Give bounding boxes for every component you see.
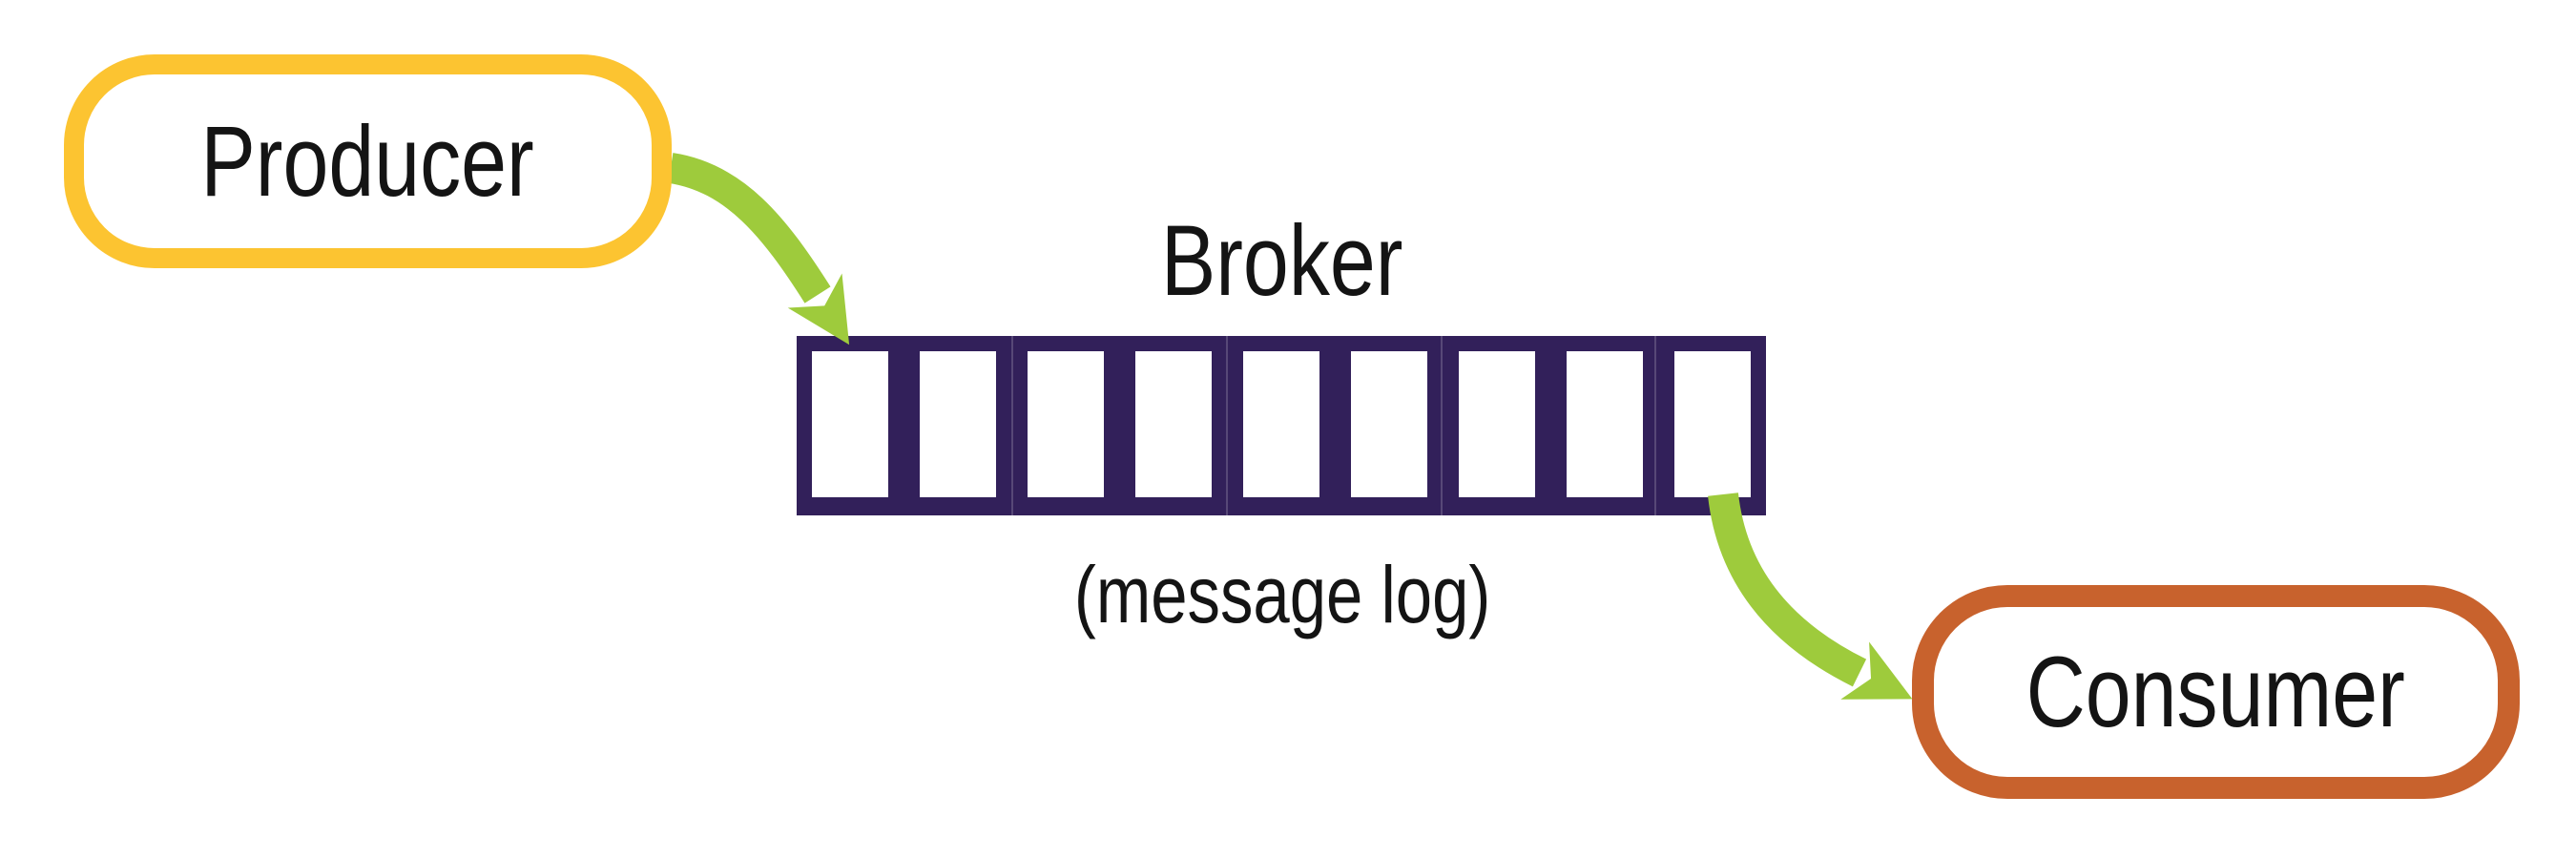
- log-slot: [1351, 351, 1427, 497]
- consumer-label: Consumer: [2025, 636, 2406, 748]
- log-slot: [1459, 351, 1535, 497]
- log-slot: [1567, 351, 1643, 497]
- log-slot: [812, 351, 888, 497]
- segment-seam: [1226, 336, 1228, 515]
- broker-to-consumer-arrow: [1708, 492, 1913, 700]
- consumer-node: Consumer: [1912, 585, 2520, 799]
- broker-sublabel: (message log): [948, 555, 1616, 635]
- producer-node: Producer: [64, 54, 672, 268]
- segment-seam: [1011, 336, 1013, 515]
- producer-label: Producer: [200, 105, 535, 218]
- segment-seam: [1441, 336, 1443, 515]
- broker-label-text: Broker: [1161, 205, 1403, 317]
- log-slot: [1674, 351, 1751, 497]
- log-slot: [1243, 351, 1319, 497]
- segment-seam: [1654, 336, 1656, 515]
- log-slot: [1028, 351, 1104, 497]
- broker-message-log: [797, 336, 1766, 515]
- broker-label: Broker: [996, 211, 1568, 311]
- log-slot: [920, 351, 996, 497]
- producer-to-broker-arrow: [668, 153, 850, 346]
- broker-sublabel-text: (message log): [1073, 550, 1491, 639]
- log-slot: [1135, 351, 1212, 497]
